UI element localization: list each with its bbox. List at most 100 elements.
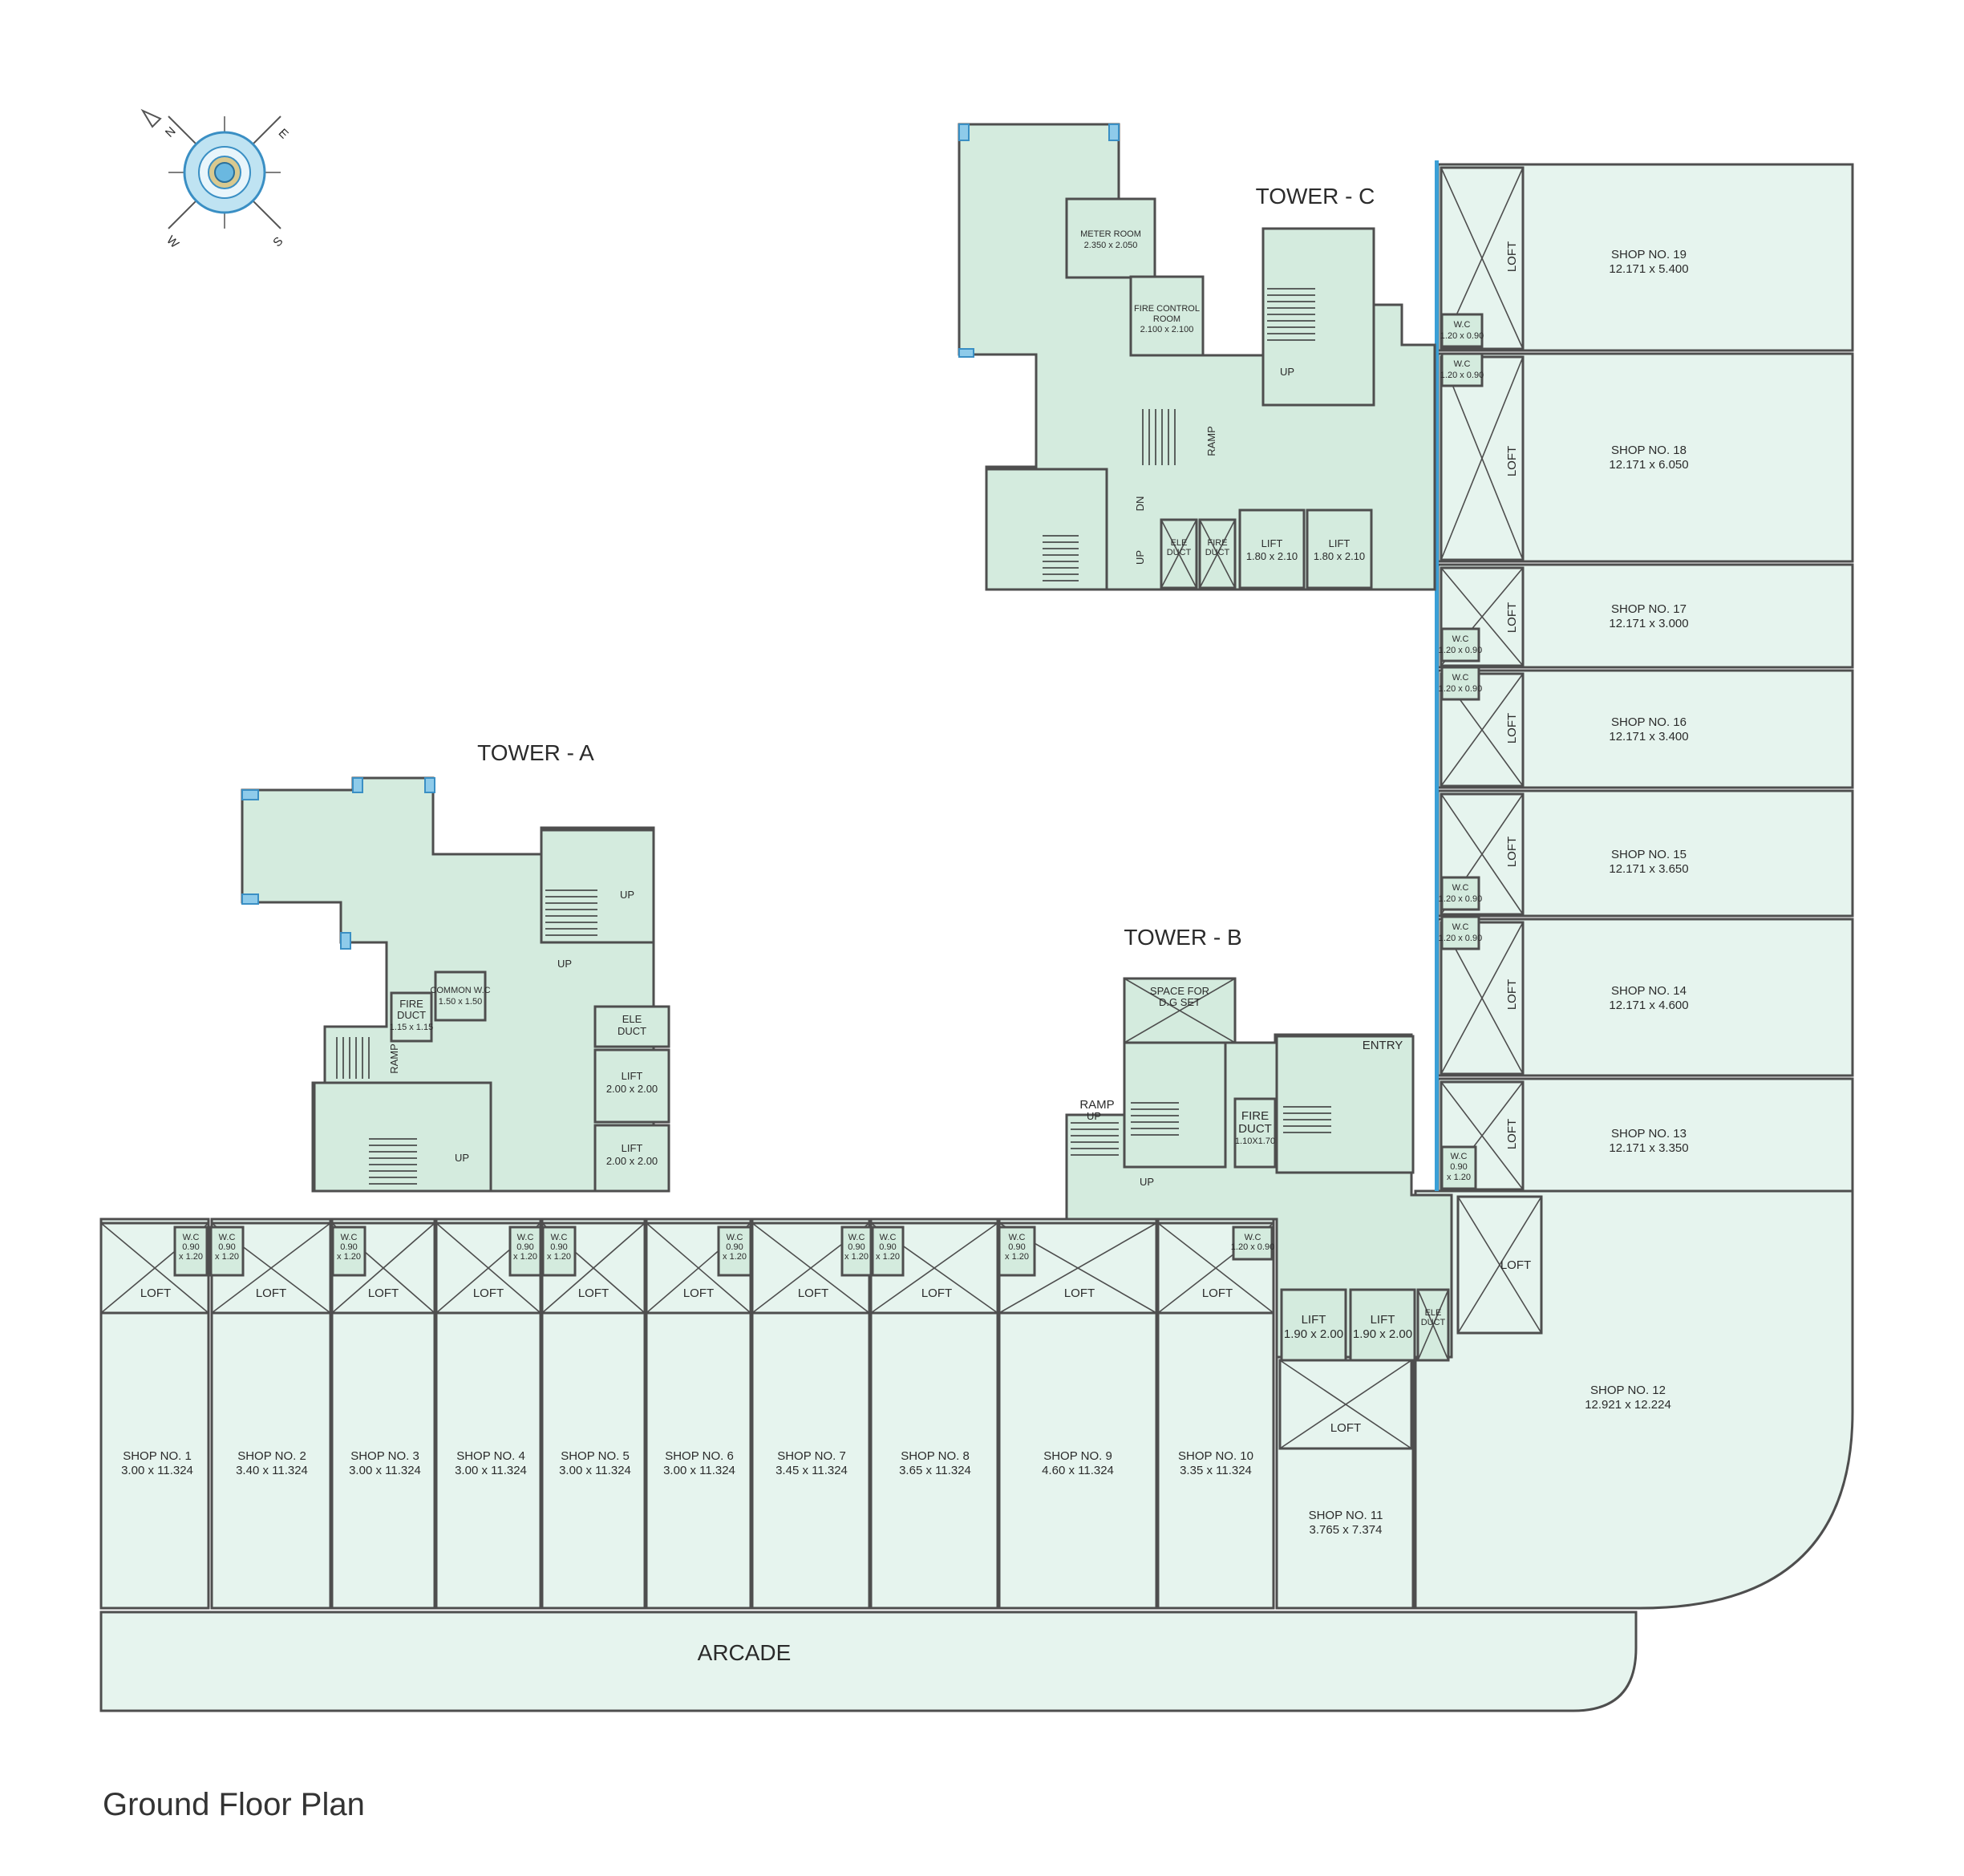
shop-size: 3.00 x 11.324 xyxy=(455,1464,527,1477)
loft-label: LOFT xyxy=(140,1286,171,1300)
loft-label: LOFT xyxy=(683,1286,714,1300)
shop-size: 3.00 x 11.324 xyxy=(663,1464,735,1477)
lift-1 xyxy=(1238,509,1306,590)
wc-room xyxy=(331,1226,366,1277)
room-label: SPACE FOR xyxy=(1150,985,1209,997)
wc-label: x 1.20 xyxy=(1447,1173,1471,1182)
up-label: UP xyxy=(1087,1110,1101,1122)
room-label: 2.00 x 2.00 xyxy=(606,1155,658,1167)
wc-label: W.C xyxy=(727,1233,743,1242)
wc-label: W.C xyxy=(1009,1233,1026,1242)
room-label: 1.50 x 1.50 xyxy=(439,997,482,1007)
shop-size: 3.35 x 11.324 xyxy=(1180,1464,1252,1477)
wc-room xyxy=(1440,915,1480,950)
loft-label: LOFT xyxy=(1505,446,1519,476)
room-label: COMMON W.C xyxy=(430,986,490,995)
room-label: LIFT xyxy=(1261,537,1283,549)
shop-name: SHOP NO. 3 xyxy=(350,1449,419,1463)
wc-room xyxy=(840,1226,873,1277)
bottom-wc-labels: W.C 0.90 x 1.20 W.C 0.90 x 1.20 W.C 0.90… xyxy=(179,1233,1274,1262)
fire-duct xyxy=(1233,1097,1277,1169)
wc-room xyxy=(1440,1145,1477,1190)
room-label: LIFT xyxy=(622,1142,643,1154)
shop-name: SHOP NO. 2 xyxy=(237,1449,306,1463)
wc-room xyxy=(508,1226,542,1277)
shop-size: 3.765 x 7.374 xyxy=(1310,1523,1383,1537)
lift-2 xyxy=(1306,509,1373,590)
wc-label: W.C xyxy=(183,1233,200,1242)
shop-size: 3.00 x 11.324 xyxy=(349,1464,421,1477)
wc-label: W.C xyxy=(848,1233,865,1242)
lift-1 xyxy=(1280,1288,1347,1362)
shop-size: 12.171 x 3.650 xyxy=(1609,862,1688,876)
shop-name: SHOP NO. 13 xyxy=(1611,1127,1687,1141)
shop-name: SHOP NO. 8 xyxy=(901,1449,970,1463)
meter-room xyxy=(1065,197,1156,279)
compass-n: N xyxy=(163,124,179,140)
wc-label: 0.90 xyxy=(848,1242,865,1252)
wc-label: x 1.20 xyxy=(723,1252,747,1262)
tower-b xyxy=(1065,977,1453,1362)
compass-e: E xyxy=(276,126,291,141)
room-label: LIFT xyxy=(1302,1313,1326,1327)
tower-b-label: TOWER - B xyxy=(1124,925,1241,950)
room-label: DUCT xyxy=(1167,548,1192,557)
room-label: FIRE xyxy=(1207,538,1227,548)
tower-b-labels: SPACE FOR D.G SET ENTRY RAMP UP UP FIRE … xyxy=(1079,985,1445,1341)
wc-room xyxy=(1440,313,1484,348)
room-label: 2.100 x 2.100 xyxy=(1140,325,1194,334)
room-label: DUCT xyxy=(1421,1318,1446,1327)
wc-label: 0.90 xyxy=(550,1242,567,1252)
room-label: D.G SET xyxy=(1159,996,1201,1008)
loft-label: LOFT xyxy=(1330,1421,1361,1435)
wc-label: W.C xyxy=(551,1233,568,1242)
entry-label: ENTRY xyxy=(1363,1039,1403,1052)
up-label: UP xyxy=(1134,550,1146,565)
shop-name: SHOP NO. 15 xyxy=(1611,848,1687,861)
wc-label: 0.90 xyxy=(726,1242,743,1252)
up-label: UP xyxy=(1140,1176,1154,1188)
wc-label: W.C xyxy=(880,1233,897,1242)
ramp-label: RAMP xyxy=(1079,1098,1114,1112)
room-label: ELE xyxy=(1171,538,1188,548)
wc-label: x 1.20 xyxy=(876,1252,900,1262)
room-label: 1.90 x 2.00 xyxy=(1284,1327,1343,1341)
arcade-label: ARCADE xyxy=(698,1640,792,1665)
wc-room xyxy=(173,1226,209,1277)
wc-room xyxy=(1232,1226,1274,1261)
wc-label: x 1.20 xyxy=(1005,1252,1029,1262)
lower-stair xyxy=(313,1081,492,1193)
compass-icon: N E S W xyxy=(140,108,291,252)
fire-duct xyxy=(390,991,433,1043)
room-label: DUCT xyxy=(1238,1122,1272,1136)
right-wc-labels: W.C 1.20 x 0.90 W.C 1.20 x 0.90 W.C 1.20… xyxy=(1439,320,1484,1182)
shop-size: 12.171 x 3.400 xyxy=(1609,730,1688,744)
shop-size: 3.65 x 11.324 xyxy=(899,1464,971,1477)
shop-name: SHOP NO. 6 xyxy=(665,1449,734,1463)
room-label: 1.80 x 2.10 xyxy=(1246,550,1298,562)
wc-label: 0.90 xyxy=(1008,1242,1025,1252)
stair-core xyxy=(1123,1041,1227,1169)
shop-size: 12.171 x 3.000 xyxy=(1609,617,1688,630)
wc-label: 1.20 x 0.90 xyxy=(1439,646,1482,655)
wc-label: x 1.20 xyxy=(215,1252,239,1262)
up-label: UP xyxy=(620,889,634,901)
wc-label: W.C xyxy=(1452,922,1469,932)
loft-label: LOFT xyxy=(921,1286,952,1300)
tower-a xyxy=(241,776,670,1193)
shop-size: 12.171 x 3.350 xyxy=(1609,1141,1688,1155)
compass-w: W xyxy=(164,233,182,252)
room-label: 1.10X1.70 xyxy=(1235,1137,1275,1146)
wc-label: x 1.20 xyxy=(844,1252,869,1262)
room-label: DUCT xyxy=(1205,548,1230,557)
loft-label: LOFT xyxy=(1505,837,1519,867)
wc-room xyxy=(1440,627,1480,662)
wc-label: x 1.20 xyxy=(337,1252,361,1262)
loft-label: LOFT xyxy=(1505,713,1519,744)
wc-label: W.C xyxy=(219,1233,236,1242)
wc-label: x 1.20 xyxy=(179,1252,203,1262)
room-label: 1.80 x 2.10 xyxy=(1314,550,1365,562)
room-label: LIFT xyxy=(1329,537,1351,549)
room-label: ELE xyxy=(1425,1308,1442,1318)
